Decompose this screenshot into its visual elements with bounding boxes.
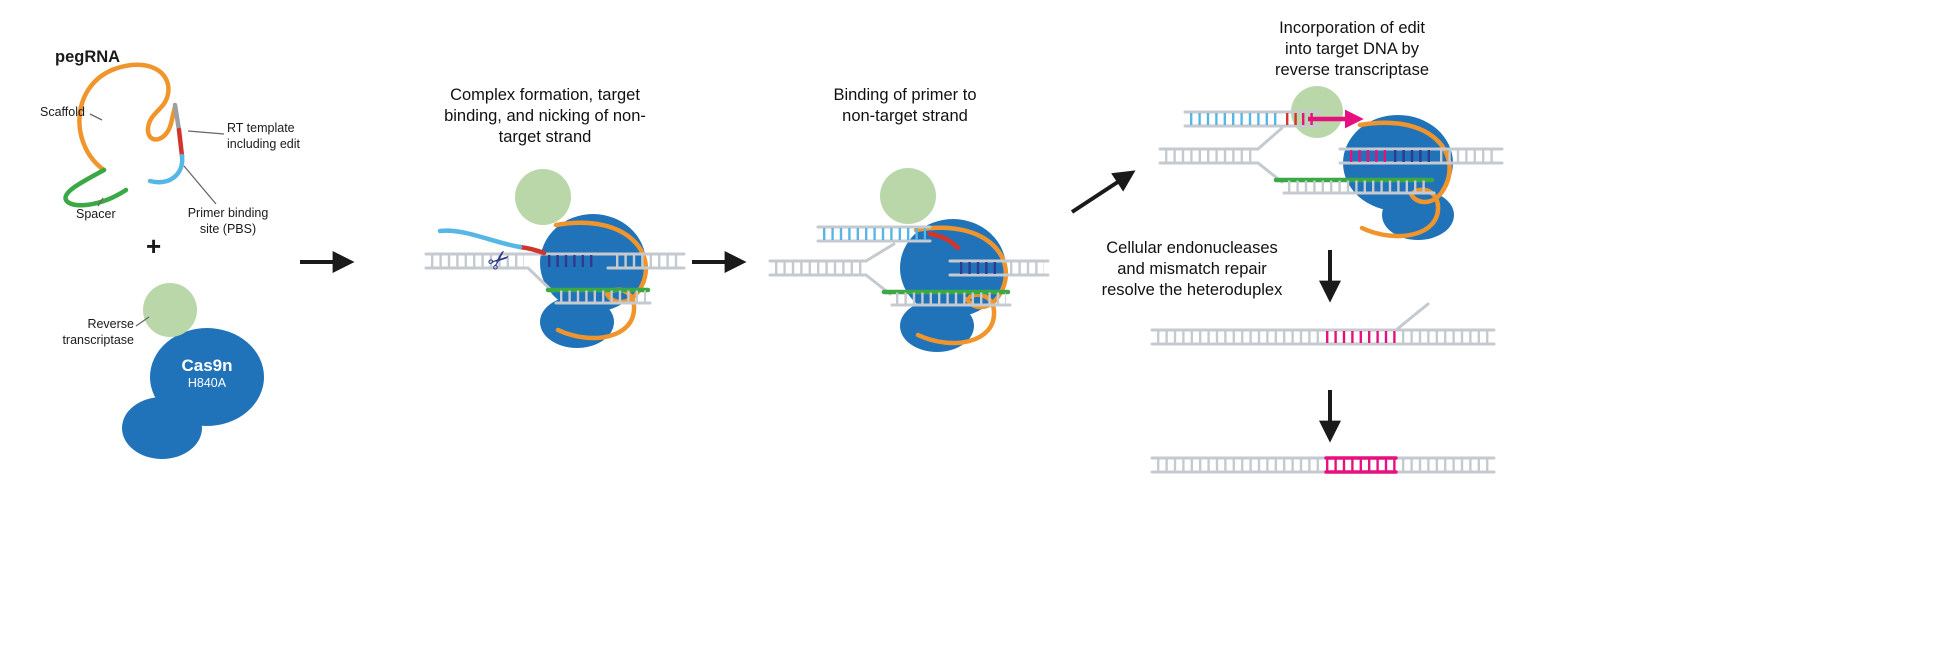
bubble-diagonal-step1 xyxy=(526,266,554,293)
cas9n-label: Cas9n xyxy=(181,356,233,375)
pegrna-loop-step3-b xyxy=(1359,187,1441,239)
spacer-strand xyxy=(63,167,129,208)
branch-diagonal-step2 xyxy=(864,242,896,263)
step2-caption: Binding of primer to non-target strand xyxy=(833,86,977,126)
cas9n-lobe xyxy=(122,397,202,459)
step3-edit-incorporation xyxy=(1158,86,1504,240)
step2-primer-binding xyxy=(768,168,1050,352)
cas9n-rt-complex xyxy=(122,283,264,459)
step1-complex-formation: ✂ xyxy=(424,169,686,348)
branch-diagonal-step3 xyxy=(1256,126,1284,151)
step4-caption: Cellular endonucleases and mismatch repa… xyxy=(1101,239,1283,300)
edit-segment xyxy=(176,127,185,159)
rt-circle-step1 xyxy=(515,169,571,225)
rt-template-label: RT template including edit xyxy=(227,121,300,151)
scaffold-label: Scaffold xyxy=(40,105,85,119)
rt-pointer-line xyxy=(135,316,150,327)
step3-caption: Incorporation of edit into target DNA by… xyxy=(1274,19,1430,80)
pbs-label: Primer binding site (PBS) xyxy=(187,206,269,236)
edit-flap-step1 xyxy=(517,244,547,256)
pegrna-title: pegRNA xyxy=(55,48,121,66)
heteroduplex-dna xyxy=(1150,302,1496,346)
spacer-pointer-line xyxy=(97,197,104,207)
reverse-transcriptase-label: Reverse transcriptase xyxy=(62,317,134,347)
pbs-strand xyxy=(147,153,185,185)
scaffold-strand xyxy=(77,62,178,173)
rt-circle-step2 xyxy=(880,168,936,224)
plus-sign: + xyxy=(146,231,162,261)
cas9n-variant-label: H840A xyxy=(187,376,227,390)
edit-connector-step2 xyxy=(927,231,961,251)
linker-strand xyxy=(172,102,182,133)
cas9n-lobe-step2 xyxy=(900,300,974,352)
step1-caption: Complex formation, target binding, and n… xyxy=(444,86,646,147)
pegrna-loop-step2-a xyxy=(913,225,1009,310)
cas9n-lobe-step1 xyxy=(540,296,614,348)
pegrna-structure xyxy=(63,62,225,208)
rt-template-pointer-line xyxy=(187,130,225,135)
five-prime-flap xyxy=(1394,302,1430,332)
pegrna-loop-step3-a xyxy=(1357,120,1452,205)
pbs-pointer-line xyxy=(183,165,217,205)
arrow-to-step3 xyxy=(1070,170,1136,214)
scaffold-pointer-line xyxy=(89,113,103,121)
spacer-label: Spacer xyxy=(76,207,116,221)
edited-dna-product xyxy=(1150,456,1496,474)
pbs-flap-step1 xyxy=(437,228,523,250)
reverse-transcriptase-circle xyxy=(143,283,197,337)
